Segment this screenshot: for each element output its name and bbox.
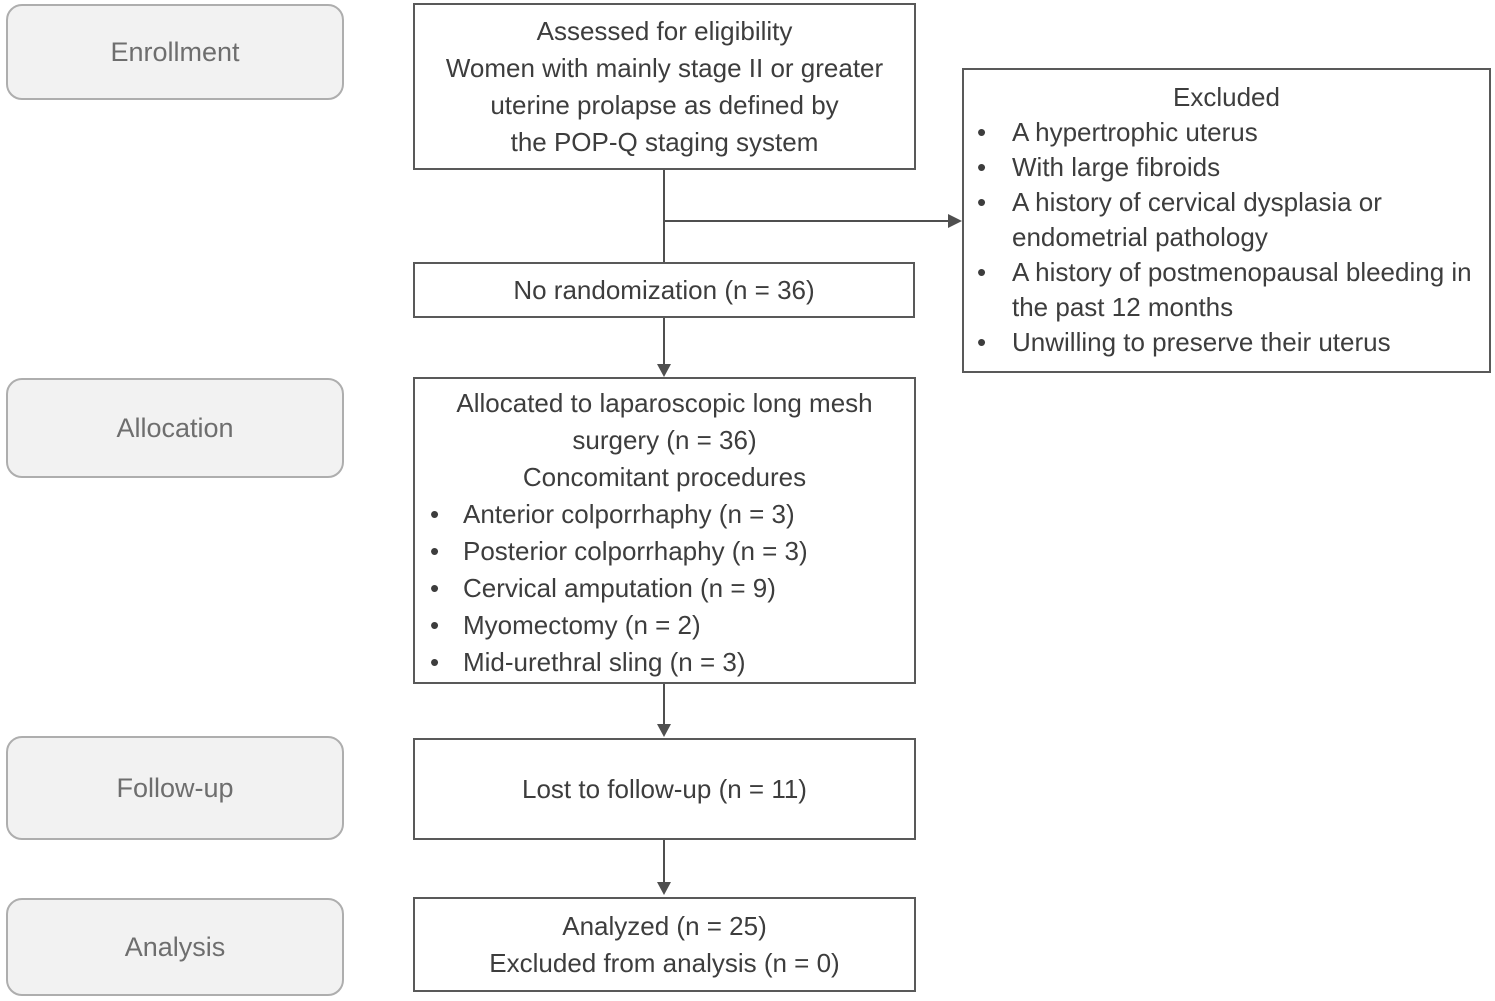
allocated-line: surgery (n = 36) bbox=[572, 425, 757, 455]
stage-label-analysis: Analysis bbox=[6, 898, 344, 996]
bullet-icon: • bbox=[430, 610, 440, 640]
no-randomization-text: No randomization (n = 36) bbox=[513, 274, 815, 305]
stage-label-followup: Follow-up bbox=[6, 736, 344, 840]
box-analyzed: Analyzed (n = 25) Excluded from analysis… bbox=[413, 897, 916, 992]
procedure-item: • Myomectomy (n = 2) bbox=[415, 607, 914, 644]
bullet-icon: • bbox=[977, 257, 987, 287]
procedure-item: • Posterior colporrhaphy (n = 3) bbox=[415, 533, 914, 570]
bullet-icon: • bbox=[977, 152, 987, 182]
stage-label-enrollment: Enrollment bbox=[6, 4, 344, 100]
bullet-icon: • bbox=[430, 573, 440, 603]
bullet-icon: • bbox=[430, 499, 440, 529]
lost-to-followup-text: Lost to follow-up (n = 11) bbox=[522, 773, 807, 804]
box-excluded: Excluded • A hypertrophic uterus • With … bbox=[962, 68, 1491, 373]
procedure-item-text: Mid-urethral sling (n = 3) bbox=[463, 647, 746, 677]
arrowhead-analyzed bbox=[657, 882, 671, 895]
allocated-line: Allocated to laparoscopic long mesh bbox=[456, 388, 873, 418]
procedure-item: • Mid-urethral sling (n = 3) bbox=[415, 644, 914, 681]
procedure-item: • Cervical amputation (n = 9) bbox=[415, 570, 914, 607]
bullet-icon: • bbox=[977, 327, 987, 357]
excluded-item-text: A hypertrophic uterus bbox=[1012, 117, 1258, 147]
arrowhead-excluded bbox=[948, 214, 962, 228]
procedure-item-text: Posterior colporrhaphy (n = 3) bbox=[463, 536, 808, 566]
arrowhead-allocated bbox=[657, 364, 671, 377]
arrowhead-followup bbox=[657, 724, 671, 737]
stage-label-analysis-text: Analysis bbox=[124, 931, 226, 962]
box-allocated: Allocated to laparoscopic long mesh surg… bbox=[413, 377, 916, 684]
stage-label-enrollment-text: Enrollment bbox=[110, 36, 240, 67]
stage-label-allocation-text: Allocation bbox=[116, 412, 234, 443]
bullet-icon: • bbox=[430, 536, 440, 566]
excluded-item: • Unwilling to preserve their uterus bbox=[964, 325, 1489, 360]
stage-label-allocation: Allocation bbox=[6, 378, 344, 478]
bullet-icon: • bbox=[977, 187, 987, 217]
procedure-item-text: Cervical amputation (n = 9) bbox=[463, 573, 776, 603]
box-no-randomization: No randomization (n = 36) bbox=[413, 262, 915, 318]
excluded-item: • A history of cervical dysplasia or end… bbox=[964, 185, 1489, 255]
analyzed-line: Excluded from analysis (n = 0) bbox=[489, 947, 840, 978]
excluded-item-text: With large fibroids bbox=[1012, 152, 1221, 182]
box-lost-to-followup: Lost to follow-up (n = 11) bbox=[413, 738, 916, 840]
excluded-item-text: Unwilling to preserve their uterus bbox=[1012, 327, 1391, 357]
excluded-item-text: A history of postmenopausal bleeding in … bbox=[1012, 257, 1472, 322]
excluded-item-text: A history of cervical dysplasia or endom… bbox=[1012, 187, 1382, 252]
excluded-list: • A hypertrophic uterus • With large fib… bbox=[964, 115, 1489, 360]
assessed-line: the POP-Q staging system bbox=[510, 126, 819, 157]
stage-label-followup-text: Follow-up bbox=[116, 772, 234, 803]
assessed-line: uterine prolapse as defined by bbox=[490, 89, 839, 120]
assessed-line: Women with mainly stage II or greater bbox=[445, 52, 884, 83]
procedure-item-text: Anterior colporrhaphy (n = 3) bbox=[463, 499, 795, 529]
bullet-icon: • bbox=[430, 647, 440, 677]
concomitant-procedures-list: • Anterior colporrhaphy (n = 3) • Poster… bbox=[415, 496, 914, 681]
excluded-item: • A history of postmenopausal bleeding i… bbox=[964, 255, 1489, 325]
excluded-item: • A hypertrophic uterus bbox=[964, 115, 1489, 150]
box-assessed-for-eligibility: Assessed for eligibility Women with main… bbox=[413, 3, 916, 170]
allocated-line: Concomitant procedures bbox=[522, 462, 807, 492]
procedure-item: • Anterior colporrhaphy (n = 3) bbox=[415, 496, 914, 533]
assessed-line: Assessed for eligibility bbox=[536, 15, 793, 46]
analyzed-line: Analyzed (n = 25) bbox=[562, 910, 767, 941]
excluded-item: • With large fibroids bbox=[964, 150, 1489, 185]
procedure-item-text: Myomectomy (n = 2) bbox=[463, 610, 701, 640]
bullet-icon: • bbox=[977, 117, 987, 147]
excluded-title: Excluded bbox=[1173, 82, 1280, 112]
